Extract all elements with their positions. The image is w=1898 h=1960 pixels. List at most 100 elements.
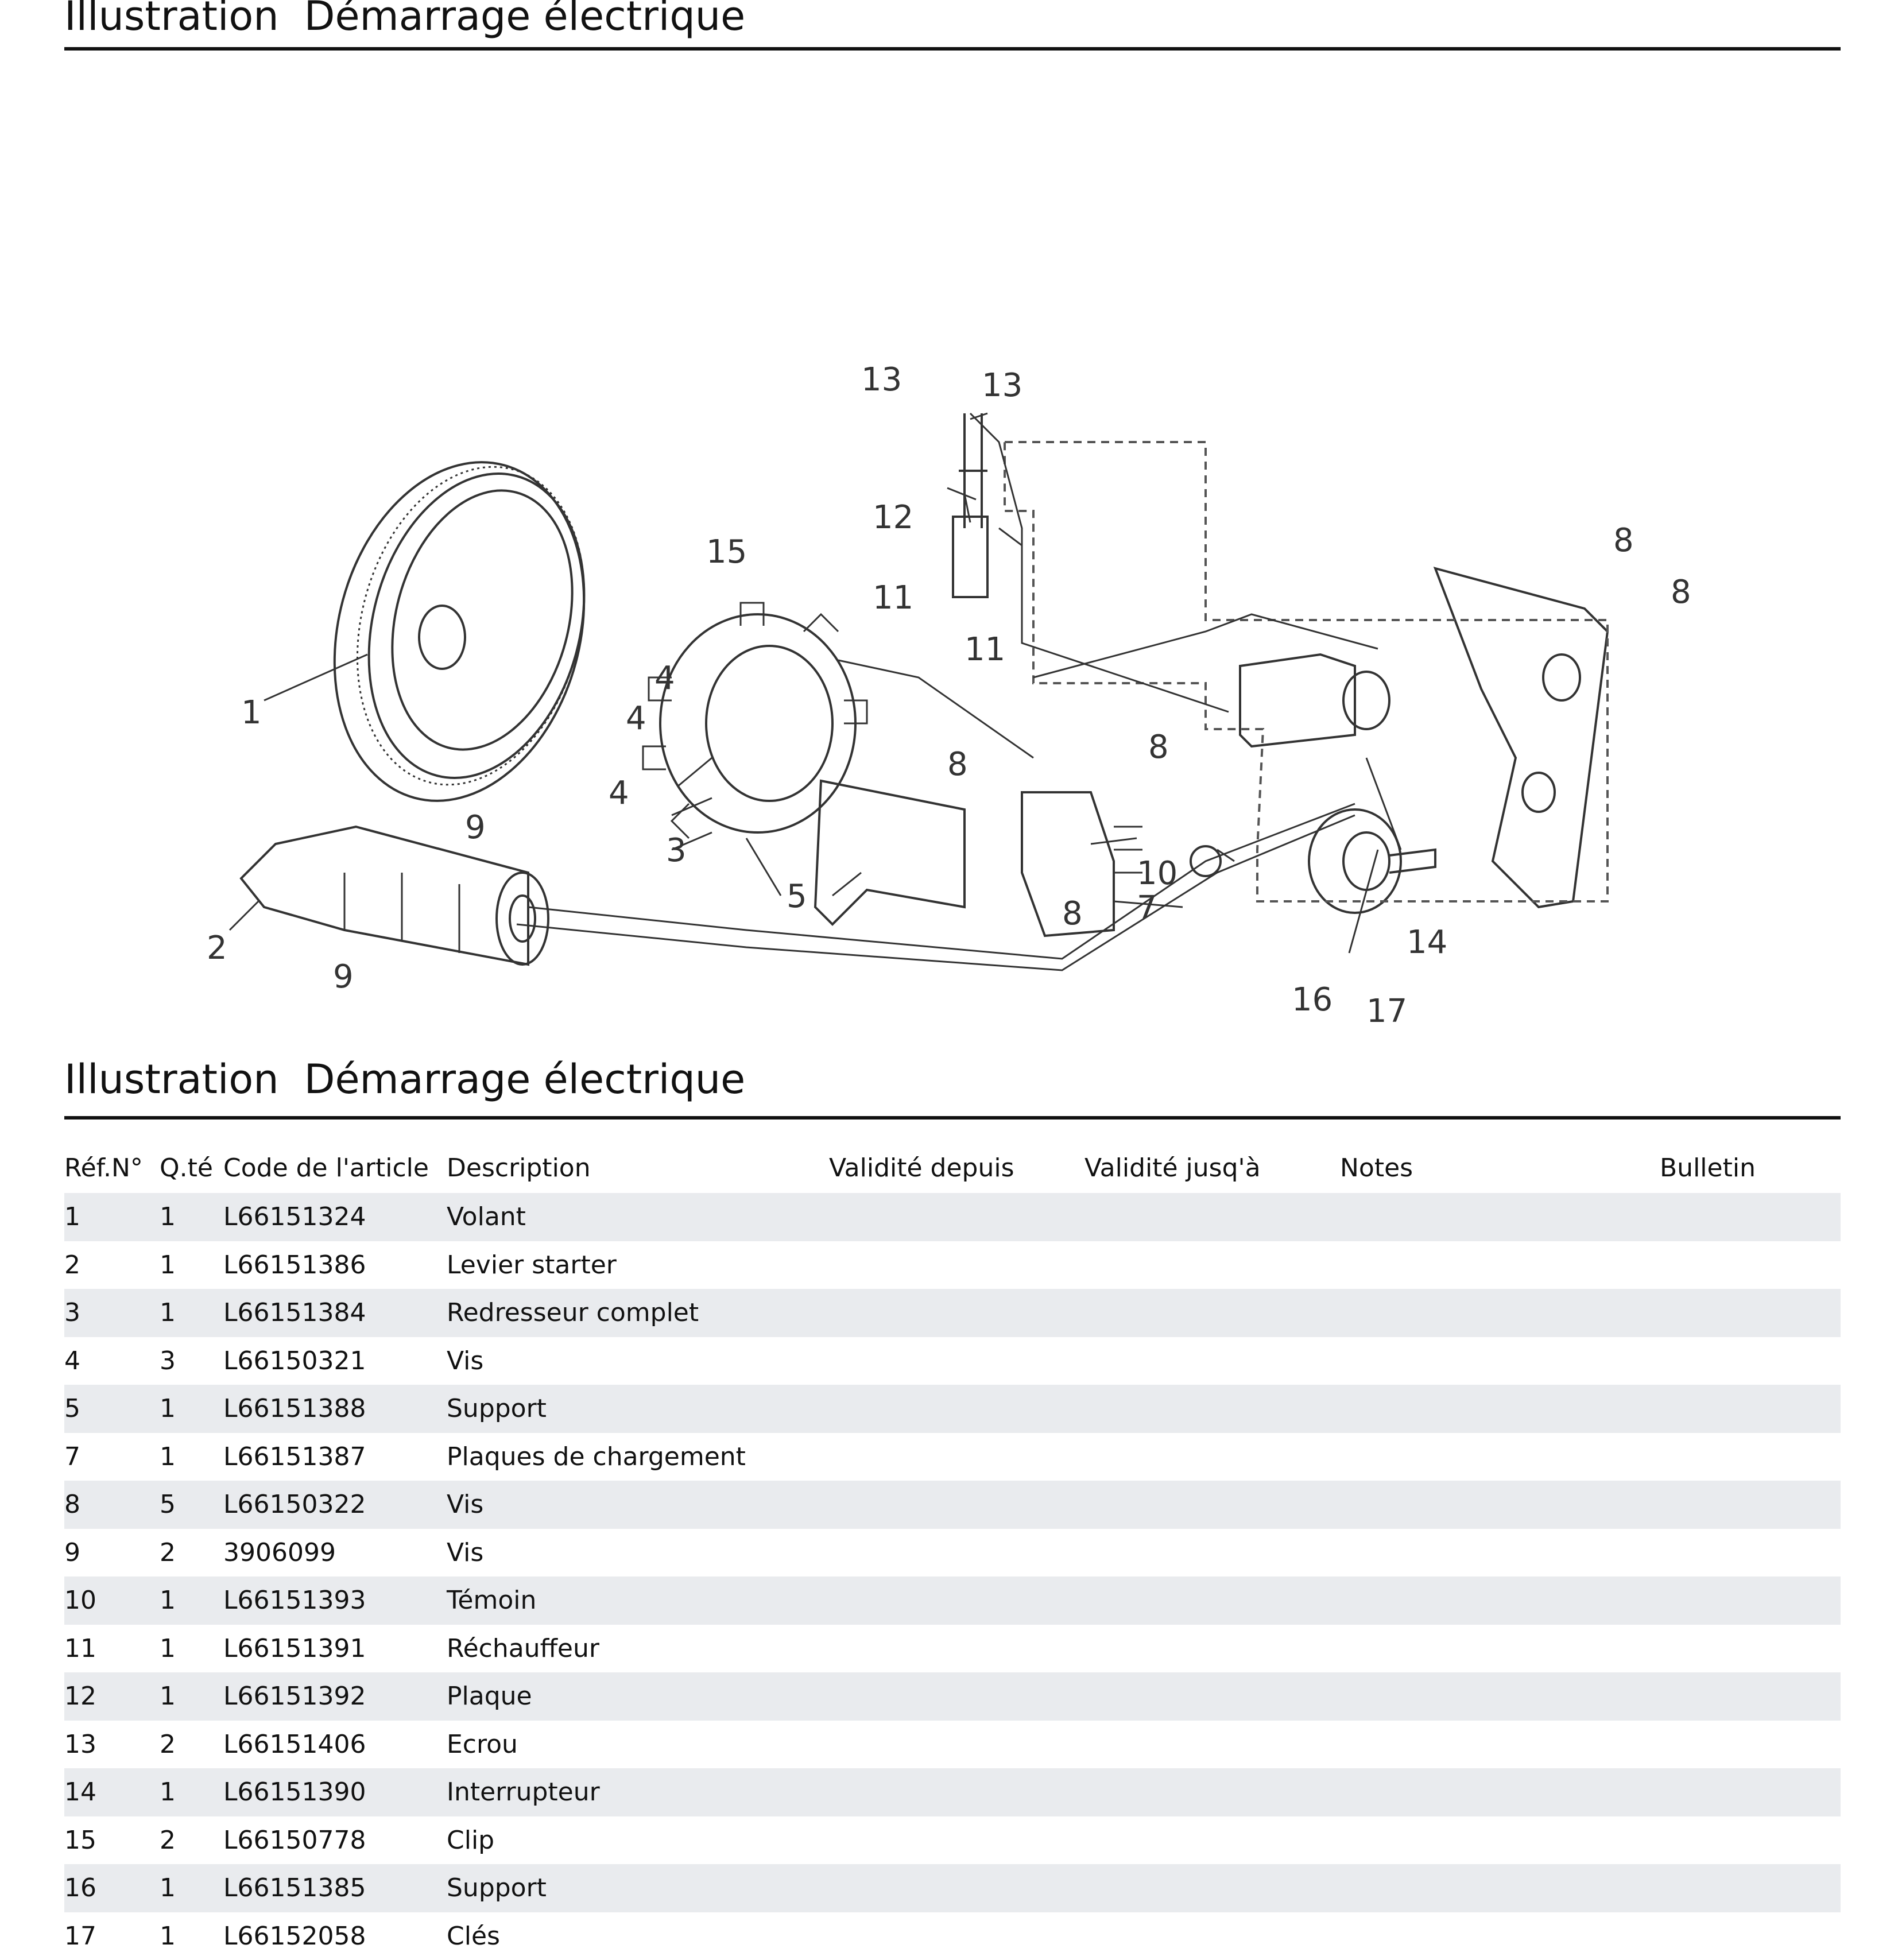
cell-notes: [1340, 1768, 1660, 1816]
cell-valid-from: [829, 1193, 1084, 1241]
callout-13b: 13: [982, 367, 1022, 404]
cell-notes: [1340, 1289, 1660, 1337]
cell-description: Clés: [447, 1912, 829, 1960]
cell-notes: [1340, 1529, 1660, 1577]
cell-notes: [1340, 1193, 1660, 1241]
cell-qty: 1: [160, 1241, 223, 1289]
cell-code: L66151385: [223, 1864, 447, 1912]
cell-valid-to: [1084, 1912, 1340, 1960]
cell-ref: 11: [64, 1625, 160, 1673]
cell-description: Vis: [447, 1481, 829, 1529]
cell-valid-from: [829, 1433, 1084, 1481]
callout-9b: 9: [333, 958, 354, 996]
cell-valid-from: [829, 1768, 1084, 1816]
table-header-row: Réf.N° Q.té Code de l'article Descriptio…: [64, 1142, 1841, 1193]
cell-bulletin: [1660, 1912, 1841, 1960]
cell-description: Volant: [447, 1193, 829, 1241]
cell-valid-to: [1084, 1768, 1340, 1816]
cell-notes: [1340, 1721, 1660, 1769]
cell-ref: 7: [64, 1433, 160, 1481]
table-section-title: Illustration Démarrage électrique: [64, 1055, 1841, 1120]
callout-8e: 8: [1062, 895, 1083, 932]
cell-bulletin: [1660, 1721, 1841, 1769]
cell-code: L66151324: [223, 1193, 447, 1241]
callout-8c: 8: [1613, 522, 1634, 559]
cell-ref: 8: [64, 1481, 160, 1529]
callout-4a: 4: [654, 660, 675, 697]
switch-drawing: [1191, 809, 1435, 913]
cell-code: L66150322: [223, 1481, 447, 1529]
cell-valid-to: [1084, 1864, 1340, 1912]
cell-ref: 2: [64, 1241, 160, 1289]
cell-qty: 1: [160, 1625, 223, 1673]
cell-valid-to: [1084, 1625, 1340, 1673]
cell-code: L66151388: [223, 1385, 447, 1433]
col-ref: Réf.N°: [64, 1142, 160, 1193]
cell-code: L66151386: [223, 1241, 447, 1289]
cell-qty: 2: [160, 1816, 223, 1865]
flywheel-drawing: [299, 434, 621, 829]
cell-description: Réchauffeur: [447, 1625, 829, 1673]
cell-code: L66151406: [223, 1721, 447, 1769]
col-bulletin: Bulletin: [1660, 1142, 1841, 1193]
callout-14: 14: [1407, 924, 1447, 961]
cell-code: L66151390: [223, 1768, 447, 1816]
cell-bulletin: [1660, 1433, 1841, 1481]
callout-8d: 8: [1671, 574, 1691, 611]
cell-notes: [1340, 1433, 1660, 1481]
cell-ref: 12: [64, 1672, 160, 1721]
cell-ref: 15: [64, 1816, 160, 1865]
cell-code: L66152058: [223, 1912, 447, 1960]
cell-notes: [1340, 1241, 1660, 1289]
cell-valid-to: [1084, 1193, 1340, 1241]
cell-code: L66151387: [223, 1433, 447, 1481]
cell-valid-from: [829, 1481, 1084, 1529]
diagram-drawing: 1 2 3 4 4 4 5 7 8 8 8 8 8 9 9 10 11 11 1…: [172, 356, 1722, 1045]
cell-bulletin: [1660, 1241, 1841, 1289]
cell-qty: 1: [160, 1193, 223, 1241]
cell-valid-from: [829, 1816, 1084, 1865]
callout-5: 5: [787, 878, 807, 915]
cell-qty: 1: [160, 1289, 223, 1337]
cell-code: L66151384: [223, 1289, 447, 1337]
cell-valid-from: [829, 1625, 1084, 1673]
cell-description: Vis: [447, 1529, 829, 1577]
callout-11b: 11: [965, 631, 1005, 668]
cell-valid-to: [1084, 1241, 1340, 1289]
col-code: Code de l'article: [223, 1142, 447, 1193]
cell-valid-to: [1084, 1721, 1340, 1769]
cell-description: Levier starter: [447, 1241, 829, 1289]
col-notes: Notes: [1340, 1142, 1660, 1193]
cell-qty: 5: [160, 1481, 223, 1529]
cell-description: Ecrou: [447, 1721, 829, 1769]
cell-code: L66150778: [223, 1816, 447, 1865]
cell-description: Support: [447, 1864, 829, 1912]
cell-valid-from: [829, 1289, 1084, 1337]
callout-9a: 9: [465, 809, 486, 846]
cell-qty: 1: [160, 1912, 223, 1960]
cell-valid-from: [829, 1241, 1084, 1289]
cell-ref: 4: [64, 1337, 160, 1385]
callout-4b: 4: [626, 700, 646, 737]
col-valid-from: Validité depuis: [829, 1142, 1084, 1193]
starter-motor-drawing: [241, 827, 548, 964]
section-name: Démarrage électrique: [304, 1056, 746, 1103]
cell-qty: 1: [160, 1672, 223, 1721]
cell-bulletin: [1660, 1672, 1841, 1721]
callout-7: 7: [1137, 889, 1157, 927]
cell-ref: 9: [64, 1529, 160, 1577]
cell-valid-from: [829, 1912, 1084, 1960]
callout-10: 10: [1137, 855, 1177, 892]
illustration-label: Illustration: [64, 1056, 279, 1103]
callout-3: 3: [666, 832, 687, 869]
cell-ref: 16: [64, 1864, 160, 1912]
parts-table: Réf.N° Q.té Code de l'article Descriptio…: [64, 1142, 1841, 1960]
